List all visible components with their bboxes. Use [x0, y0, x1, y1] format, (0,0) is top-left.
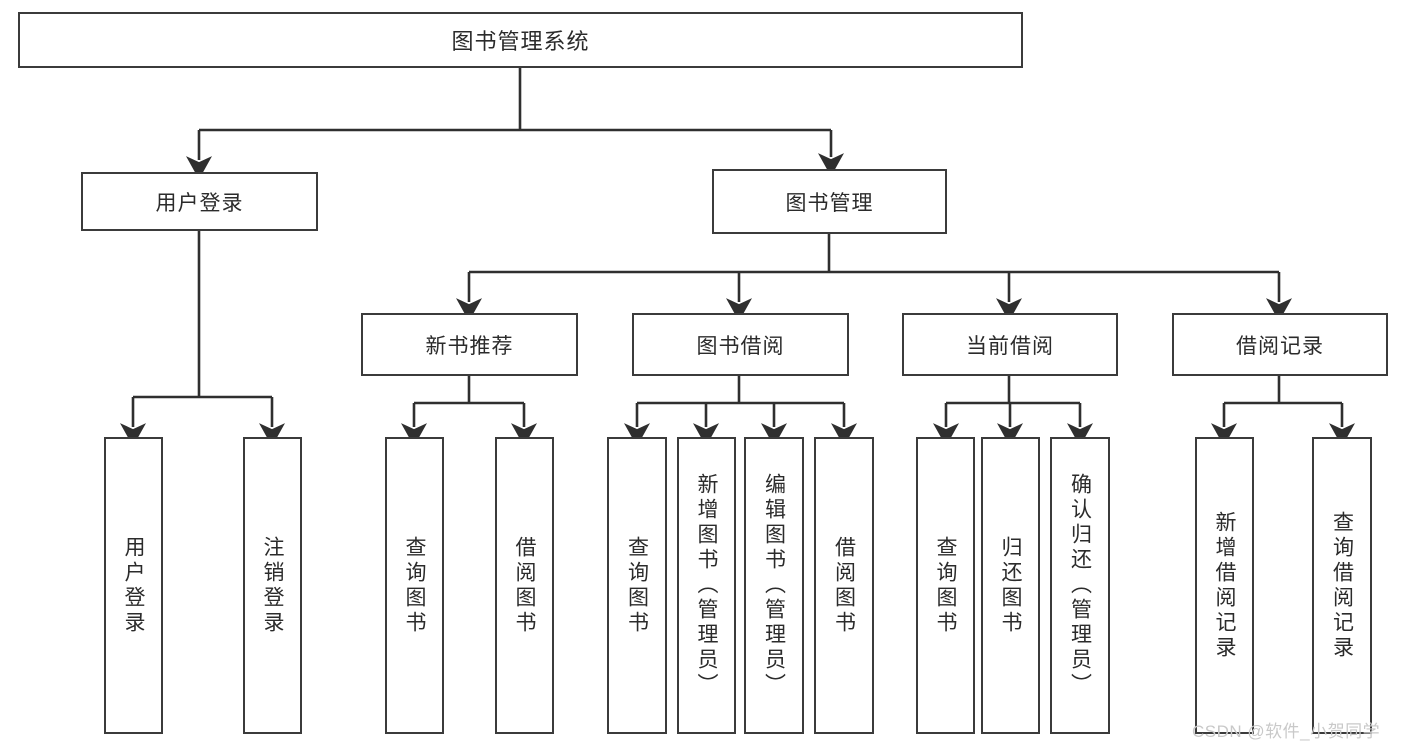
leaf-current-query-book[interactable]: 查询图书: [916, 437, 975, 734]
leaf-label: 查询图书: [934, 535, 957, 636]
leaf-recommend-borrow-book[interactable]: 借阅图书: [495, 437, 554, 734]
leaf-label: 借阅图书: [513, 535, 536, 636]
leaf-label: 新增借阅记录: [1213, 510, 1236, 661]
leaf-label: 确认归还（管理员）: [1068, 473, 1092, 698]
node-new-book-recommend[interactable]: 新书推荐: [361, 313, 578, 376]
leaf-user-login-signin[interactable]: 用户登录: [104, 437, 163, 734]
leaf-user-login-signout[interactable]: 注销登录: [243, 437, 302, 734]
leaf-label: 新增图书（管理员）: [695, 473, 718, 698]
leaf-borrow-borrow-book[interactable]: 借阅图书: [814, 437, 874, 734]
leaf-current-return-book[interactable]: 归还图书: [981, 437, 1040, 734]
node-book-management[interactable]: 图书管理: [712, 169, 947, 234]
leaf-label: 查询图书: [625, 535, 649, 636]
node-current-borrow[interactable]: 当前借阅: [902, 313, 1118, 376]
leaf-label: 查询借阅记录: [1330, 510, 1354, 661]
node-borrow-records[interactable]: 借阅记录: [1172, 313, 1388, 376]
leaf-borrow-query-book[interactable]: 查询图书: [607, 437, 667, 734]
leaf-label: 借阅图书: [832, 535, 856, 636]
leaf-records-add-record[interactable]: 新增借阅记录: [1195, 437, 1254, 734]
leaf-label: 查询图书: [403, 535, 426, 636]
leaf-label: 注销登录: [261, 535, 284, 636]
node-root-system[interactable]: 图书管理系统: [18, 12, 1023, 68]
leaf-recommend-query-book[interactable]: 查询图书: [385, 437, 444, 734]
leaf-records-query-record[interactable]: 查询借阅记录: [1312, 437, 1372, 734]
leaf-label: 编辑图书（管理员）: [762, 473, 786, 698]
leaf-label: 归还图书: [999, 535, 1022, 636]
node-book-borrow[interactable]: 图书借阅: [632, 313, 849, 376]
leaf-borrow-edit-book-admin[interactable]: 编辑图书（管理员）: [744, 437, 804, 734]
leaf-borrow-add-book-admin[interactable]: 新增图书（管理员）: [677, 437, 736, 734]
node-user-login[interactable]: 用户登录: [81, 172, 318, 231]
leaf-current-confirm-return-admin[interactable]: 确认归还（管理员）: [1050, 437, 1110, 734]
leaf-label: 用户登录: [122, 535, 145, 636]
